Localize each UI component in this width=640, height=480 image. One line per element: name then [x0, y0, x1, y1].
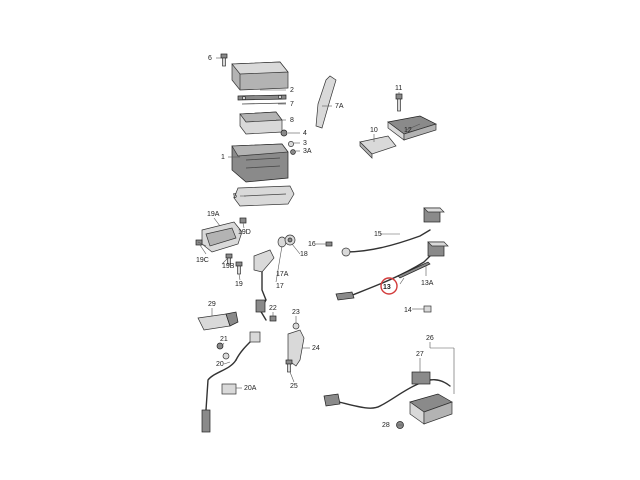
callout-19a: 19A: [207, 211, 220, 218]
clip-14-part: [423, 305, 432, 313]
module-12-part: [387, 115, 437, 141]
callout-22: 22: [269, 305, 277, 312]
callout-29: 29: [208, 301, 216, 308]
callout-13a: 13A: [421, 280, 434, 287]
sensor-17-part: [253, 249, 275, 321]
callout-3a: 3A: [303, 148, 312, 155]
callout-19b: 19B: [222, 263, 235, 270]
callout-3: 3: [303, 140, 307, 147]
seal-ring-17a-part: [277, 236, 287, 248]
callout-20a: 20A: [244, 385, 257, 392]
callout-7a: 7A: [335, 103, 344, 110]
grommet-3-part: [288, 141, 296, 155]
callout-10: 10: [370, 127, 378, 134]
seal-frame-part: [241, 102, 287, 105]
clip-19d-part: [239, 217, 247, 224]
callout-21: 21: [220, 336, 228, 343]
highlight-circle-13: [380, 277, 398, 295]
bolt-16-part: [325, 241, 333, 247]
housing-base-part: [231, 143, 289, 183]
callout-7: 7: [290, 101, 294, 108]
bracket-19a-part: [201, 221, 243, 253]
sensor-15-part: [341, 207, 445, 257]
housing-cover-part: [231, 61, 289, 91]
screw-25-part: [285, 359, 293, 373]
screw-6-part: [220, 53, 228, 67]
leader-lines: [197, 57, 455, 426]
callout-28: 28: [382, 422, 390, 429]
bushing-23-part: [292, 322, 300, 330]
housing-gasket-part: [237, 94, 287, 101]
sensor-20-part: [201, 331, 261, 433]
grommet-21-part: [216, 342, 230, 360]
bracket-10-part: [359, 135, 397, 159]
callout-11: 11: [395, 85, 402, 92]
callout-4: 4: [303, 130, 307, 137]
callout-8: 8: [290, 117, 294, 124]
callout-1: 1: [221, 154, 225, 161]
bracket-7a-part: [315, 75, 337, 129]
callout-27: 27: [416, 351, 424, 358]
screw-11-part: [395, 93, 403, 112]
pad-20a-part: [221, 383, 237, 395]
callout-17: 17: [276, 283, 284, 290]
callout-15: 15: [374, 231, 382, 238]
callout-23: 23: [292, 309, 300, 316]
callout-19: 19: [235, 281, 243, 288]
grommet-18-part: [284, 234, 296, 246]
callout-6: 6: [208, 55, 212, 62]
callout-19d: 19D: [238, 229, 251, 236]
callout-labels: 6 2 7 8 4 3 3A 1 5 7A 11 10 12 15 16 13 …: [196, 55, 434, 429]
callout-17a: 17A: [276, 271, 289, 278]
screw-19b-part: [225, 253, 233, 265]
callout-2: 2: [290, 87, 294, 94]
callout-25: 25: [290, 383, 298, 390]
callout-24: 24: [312, 345, 320, 352]
nut-4-part: [280, 129, 288, 137]
callout-13: 13: [383, 284, 391, 291]
callout-16: 16: [308, 241, 316, 248]
nut-22-part: [269, 315, 277, 322]
callout-12: 12: [404, 127, 412, 134]
base-seal-part: [233, 185, 295, 207]
callout-14: 14: [404, 307, 412, 314]
callout-18: 18: [300, 251, 308, 258]
wire-sleeve-13a-part: [397, 261, 431, 279]
screw-19-part: [235, 261, 243, 275]
callout-20: 20: [216, 361, 224, 368]
sensor-module-26-part: [409, 393, 453, 425]
callout-26: 26: [426, 335, 434, 342]
sensor-29-part: [197, 311, 239, 331]
sensor-27-part: [323, 371, 451, 409]
callout-5: 5: [233, 193, 237, 200]
control-module-part: [239, 111, 283, 135]
sensor-13-part: [335, 241, 449, 301]
callout-19c: 19C: [196, 257, 209, 264]
